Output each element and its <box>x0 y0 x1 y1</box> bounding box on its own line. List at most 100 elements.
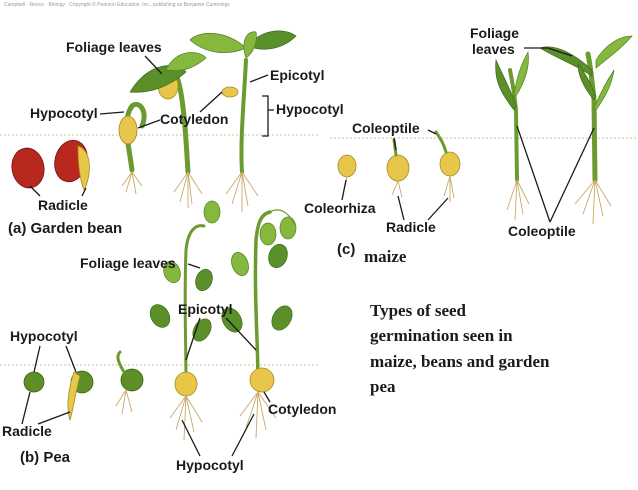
pea-leaf-4e <box>203 200 221 224</box>
maize-leaf-5c <box>577 63 597 101</box>
pea-roots-5 <box>239 391 277 439</box>
pea-leaf-5f <box>279 216 297 240</box>
bean-radicle-shape <box>77 145 90 191</box>
maize-leaf-4b <box>513 50 529 97</box>
label-maize-coleorhiza: Coleorhiza <box>304 200 376 216</box>
pea-stem-5 <box>253 210 272 386</box>
label-maize-radicle: Radicle <box>386 219 436 235</box>
leader-bean-foliage <box>144 55 163 75</box>
label-bean-hypocotyl-right: Hypocotyl <box>276 101 344 117</box>
leader-pea-hypocotyl-left <box>33 345 77 373</box>
label-bean-epicotyl: Epicotyl <box>270 67 324 83</box>
label-pea-hypocotyl-left: Hypocotyl <box>10 328 78 344</box>
label-maize-foliage-1: Foliage <box>470 25 519 41</box>
leader-maize-coleoptile-top <box>393 129 437 151</box>
pea-cotyledon-5 <box>249 367 275 393</box>
pea-stem-4 <box>183 224 206 386</box>
bean-leaf-4b <box>165 52 207 72</box>
maize-roots-3 <box>443 175 455 202</box>
maize-kernel-3 <box>439 151 461 177</box>
pea-radicle-2 <box>67 371 81 422</box>
pea-leaf-5b <box>271 305 293 331</box>
bean-epicotyl-bud <box>221 86 239 98</box>
maize-leaf-5d <box>593 69 615 111</box>
maize-stem-4 <box>508 68 519 182</box>
label-bean-radicle: Radicle <box>38 197 88 213</box>
label-maize-foliage-2: leaves <box>472 41 515 57</box>
label-maize-coleoptile-top: Coleoptile <box>352 120 420 136</box>
leader-bean-epicotyl <box>249 74 269 83</box>
leader-pea-cotyledon <box>263 391 271 403</box>
pea-stem-3 <box>116 350 126 374</box>
description-line-2: germination seen in <box>370 326 513 345</box>
pea-cotyledon-4 <box>174 371 198 397</box>
label-bean-foliage-leaves: Foliage leaves <box>66 39 162 55</box>
label-pea-cotyledon: Cotyledon <box>268 401 336 417</box>
label-bean-cotyledon: Cotyledon <box>160 111 228 127</box>
pea-roots-4 <box>169 395 203 441</box>
leader-pea-epicotyl <box>185 317 257 361</box>
leader-bean-cotyledon <box>137 91 223 129</box>
caption-garden-bean: (a) Garden bean <box>8 220 122 237</box>
leader-bean-hypocotyl-left <box>99 111 125 115</box>
leader-maize-radicle <box>397 195 449 221</box>
pea-leaf-5c <box>231 252 249 276</box>
label-maize-coleoptile-bottom: Coleoptile <box>508 223 576 239</box>
pea-leaf-5e <box>259 222 277 246</box>
pea-seed-1 <box>23 371 45 393</box>
bean-roots-5 <box>225 171 259 212</box>
maize-coleoptile-3 <box>434 130 448 154</box>
garden-bean-illustration: Foliage leaves Epicotyl Hypocotyl Hypoco… <box>8 30 344 237</box>
pea-leaf-4a <box>149 304 171 328</box>
bean-hypocotyl-hook <box>124 102 147 173</box>
maize-roots-5 <box>574 179 612 225</box>
label-bean-hypocotyl-left: Hypocotyl <box>30 105 98 121</box>
bean-seed-1 <box>11 147 45 189</box>
bean-roots-4 <box>173 171 203 208</box>
maize-kernel-2 <box>386 154 410 182</box>
bean-stem-5 <box>239 58 248 174</box>
bean-cotyledon-3 <box>118 115 138 145</box>
pea-leaf-4d <box>195 268 213 292</box>
maize-leaf-4a <box>495 58 517 111</box>
caption-maize-word: maize <box>364 247 407 266</box>
maize-roots-4 <box>506 179 530 221</box>
caption-maize-letter: (c) <box>337 241 355 258</box>
leader-maize-coleorhiza <box>341 179 347 201</box>
description-text: Types of seed germination seen in maize,… <box>370 301 550 396</box>
pea-seed-3 <box>120 368 144 392</box>
bean-leaf-5c <box>243 31 257 59</box>
maize-roots-2 <box>391 180 403 198</box>
description-line-1: Types of seed <box>370 301 467 320</box>
pea-leaf-4c <box>163 260 181 284</box>
pea-tendril <box>269 209 295 225</box>
leader-bean-hypocotyl-bracket <box>262 95 274 137</box>
leader-bean-radicle <box>29 185 87 197</box>
leader-maize-foliage <box>524 47 573 57</box>
leader-pea-radicle <box>21 391 71 425</box>
bean-roots-3 <box>121 171 143 195</box>
label-pea-hypocotyl-bottom: Hypocotyl <box>176 457 244 473</box>
leader-maize-coleoptile-bottom <box>516 125 595 223</box>
bean-leaf-5b <box>247 30 297 50</box>
maize-illustration: Foliage leaves Coleoptile Coleorhiza Rad… <box>304 25 633 266</box>
caption-pea: (b) Pea <box>20 449 71 466</box>
bean-leaf-4a <box>129 65 187 93</box>
leader-pea-foliage <box>187 263 201 269</box>
pea-leaf-5d <box>268 243 288 269</box>
maize-kernel-1 <box>337 154 357 178</box>
maize-leaf-5a <box>539 46 593 77</box>
description-line-3: maize, beans and garden <box>370 352 550 371</box>
label-pea-foliage-leaves: Foliage leaves <box>80 255 176 271</box>
maize-leaf-5b <box>595 35 633 69</box>
bean-leaf-5a <box>189 32 247 54</box>
label-pea-epicotyl: Epicotyl <box>178 301 232 317</box>
label-pea-radicle: Radicle <box>2 423 52 439</box>
pea-illustration: Foliage leaves Epicotyl Hypocotyl Radicl… <box>2 200 336 473</box>
pea-roots-3 <box>115 389 133 415</box>
description-line-4: pea <box>370 377 396 396</box>
leader-pea-hypocotyl-bottom <box>181 413 255 457</box>
header-strip: Campbell · Reece · Biology · Copyright ©… <box>4 1 230 8</box>
